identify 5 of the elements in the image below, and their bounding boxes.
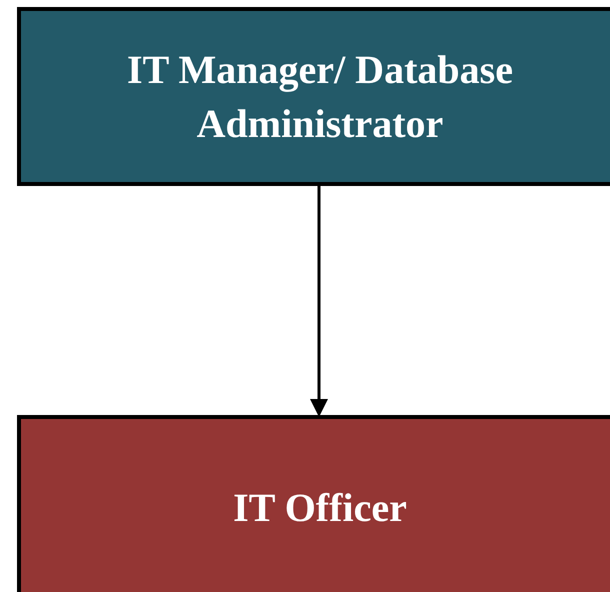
arrow (310, 186, 328, 417)
role-box (17, 415, 610, 592)
role-title: IT Manager/ Database Administrator (126, 46, 514, 148)
role-title: IT Officer (232, 484, 408, 532)
role-box (17, 7, 610, 186)
